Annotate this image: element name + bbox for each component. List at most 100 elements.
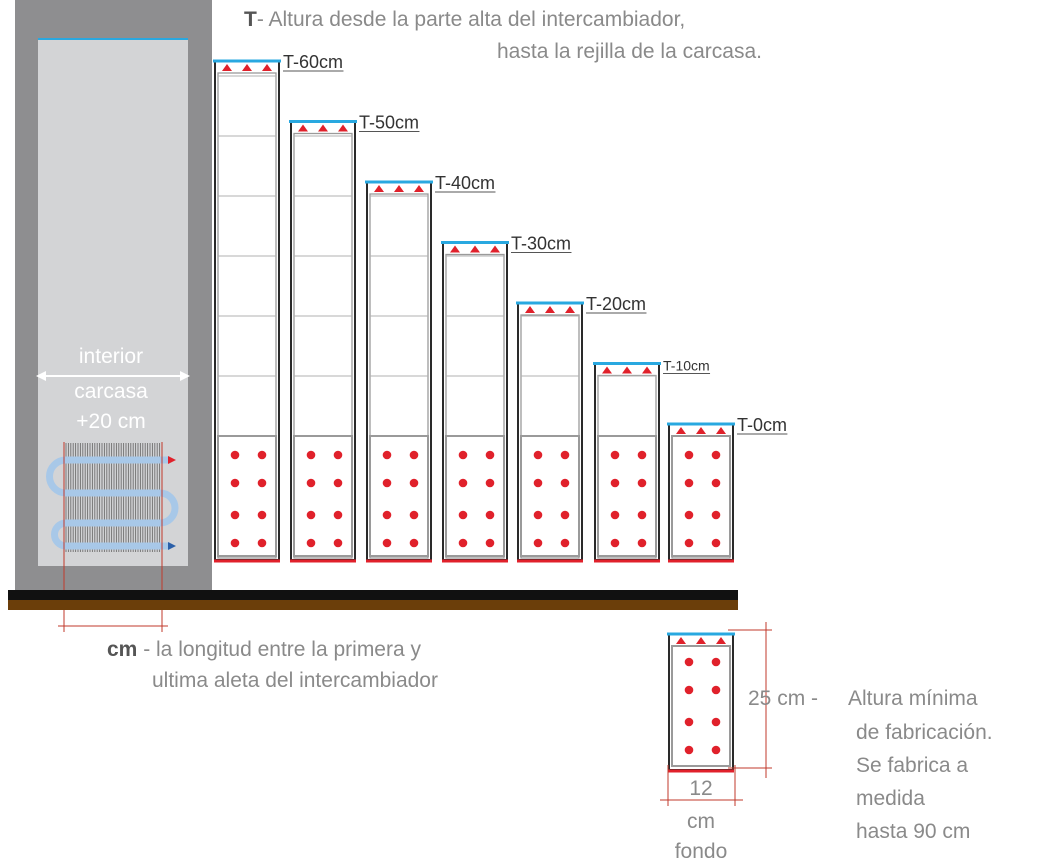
tube-dot [458, 510, 468, 520]
airflow-arrow-icon [450, 245, 460, 253]
height-line2: de fabricación. [856, 721, 993, 744]
airflow-arrow-icon [262, 64, 272, 71]
tube-dot [230, 450, 240, 460]
cm-note-text: - la longitud entre la primera y [137, 638, 421, 661]
coil-tube [46, 456, 179, 550]
unit-frame [290, 120, 356, 561]
base-box [520, 435, 580, 557]
header-t-label: T [244, 8, 257, 31]
tube-dot [458, 538, 468, 548]
units-group: T-60cmT-50cmT-40cmT-30cmT-20cmT-10cmT-0c… [213, 52, 788, 563]
floor-brown [8, 600, 738, 610]
unit-label: T-50cm [359, 113, 419, 133]
tube-dot [560, 478, 570, 488]
heat-exchanger-coil [46, 442, 179, 632]
unit-frame [366, 181, 432, 561]
exchanger-unit: T-0cm [667, 415, 788, 563]
unit-frame [594, 362, 660, 561]
unit-label: T-10cm [663, 358, 710, 374]
airflow-arrow-icon [716, 427, 726, 434]
unit-label: T-30cm [511, 234, 571, 254]
tube-dot [333, 478, 343, 488]
tube-dot [684, 717, 694, 727]
airflow-arrow-icon [242, 64, 252, 71]
tube-dot [684, 657, 694, 667]
tube-dot [684, 745, 694, 755]
airflow-arrow-icon [298, 124, 308, 132]
base-box [445, 435, 505, 557]
airflow-arrow-icon [565, 306, 575, 313]
airflow-arrow-icon [338, 124, 348, 132]
height-line5: hasta 90 cm [856, 820, 970, 843]
outlet-arrow-icon [168, 542, 176, 550]
tube-dot [306, 450, 316, 460]
tube-dot [458, 478, 468, 488]
tube-dot [711, 478, 721, 488]
tube-dot [711, 745, 721, 755]
unit-frame [668, 423, 734, 561]
tube-dot [485, 450, 495, 460]
tube-dot [382, 450, 392, 460]
unit-label: T-0cm [737, 415, 787, 435]
interior-width-arrow [36, 371, 190, 381]
unit-inner-frame [293, 132, 353, 559]
tube-dot [610, 538, 620, 548]
airflow-arrow-icon [696, 637, 706, 644]
tube-dot [533, 510, 543, 520]
dim-unit-frame [668, 633, 734, 771]
tube-dot [458, 450, 468, 460]
tube-dot [684, 478, 694, 488]
width-unit: cm [687, 810, 715, 833]
tube-dot [560, 450, 570, 460]
exchanger-unit: T-30cm [441, 234, 572, 563]
tube-dot [533, 450, 543, 460]
airflow-arrow-icon [622, 366, 632, 374]
base-box [217, 435, 277, 557]
tube-dot [230, 538, 240, 548]
interior-label-line1: interior [79, 345, 143, 368]
airflow-arrow-icon [394, 185, 404, 192]
tube-dot [230, 510, 240, 520]
exchanger-unit: T-20cm [516, 294, 647, 563]
tube-dot [382, 478, 392, 488]
airflow-arrow-icon [490, 245, 500, 253]
height-line3: Se fabrica a [856, 754, 968, 777]
tube-dot [684, 450, 694, 460]
unit-label: T-60cm [283, 52, 343, 72]
tube-dot [333, 510, 343, 520]
tube-dot [610, 478, 620, 488]
airflow-arrow-icon [696, 427, 706, 434]
height-line4: medida [856, 787, 925, 810]
airflow-arrow-icon [716, 637, 726, 644]
width-label: fondo [675, 840, 728, 863]
unit-frame [214, 60, 280, 561]
tube-dot [711, 685, 721, 695]
tube-dot [637, 478, 647, 488]
unit-frame [442, 241, 508, 561]
exchanger-unit: T-60cm [213, 52, 344, 563]
tube-dot [382, 510, 392, 520]
tube-dot [333, 450, 343, 460]
unit-inner-frame [445, 253, 505, 559]
dim-unit-base [671, 645, 731, 767]
airflow-arrow-icon [222, 64, 232, 71]
tube-dot [684, 685, 694, 695]
airflow-arrow-icon [374, 185, 384, 192]
tube-dot [711, 657, 721, 667]
unit-label: T-20cm [586, 294, 646, 314]
tube-dot [485, 510, 495, 520]
cm-note-line1: cm - la longitud entre la primera y [107, 638, 421, 661]
height-line1: Altura mínima [848, 687, 978, 710]
tube-dot [257, 510, 267, 520]
tube-dot [257, 478, 267, 488]
airflow-arrow-icon [642, 366, 652, 374]
tube-dot [637, 510, 647, 520]
airflow-arrow-icon [414, 185, 424, 192]
tube-dot [306, 478, 316, 488]
header-line1: T- Altura desde la parte alta del interc… [244, 8, 685, 31]
interior-label-line3: +20 cm [76, 410, 145, 433]
tube-dot [306, 510, 316, 520]
airflow-arrow-icon [676, 427, 686, 434]
tube-dot [533, 538, 543, 548]
